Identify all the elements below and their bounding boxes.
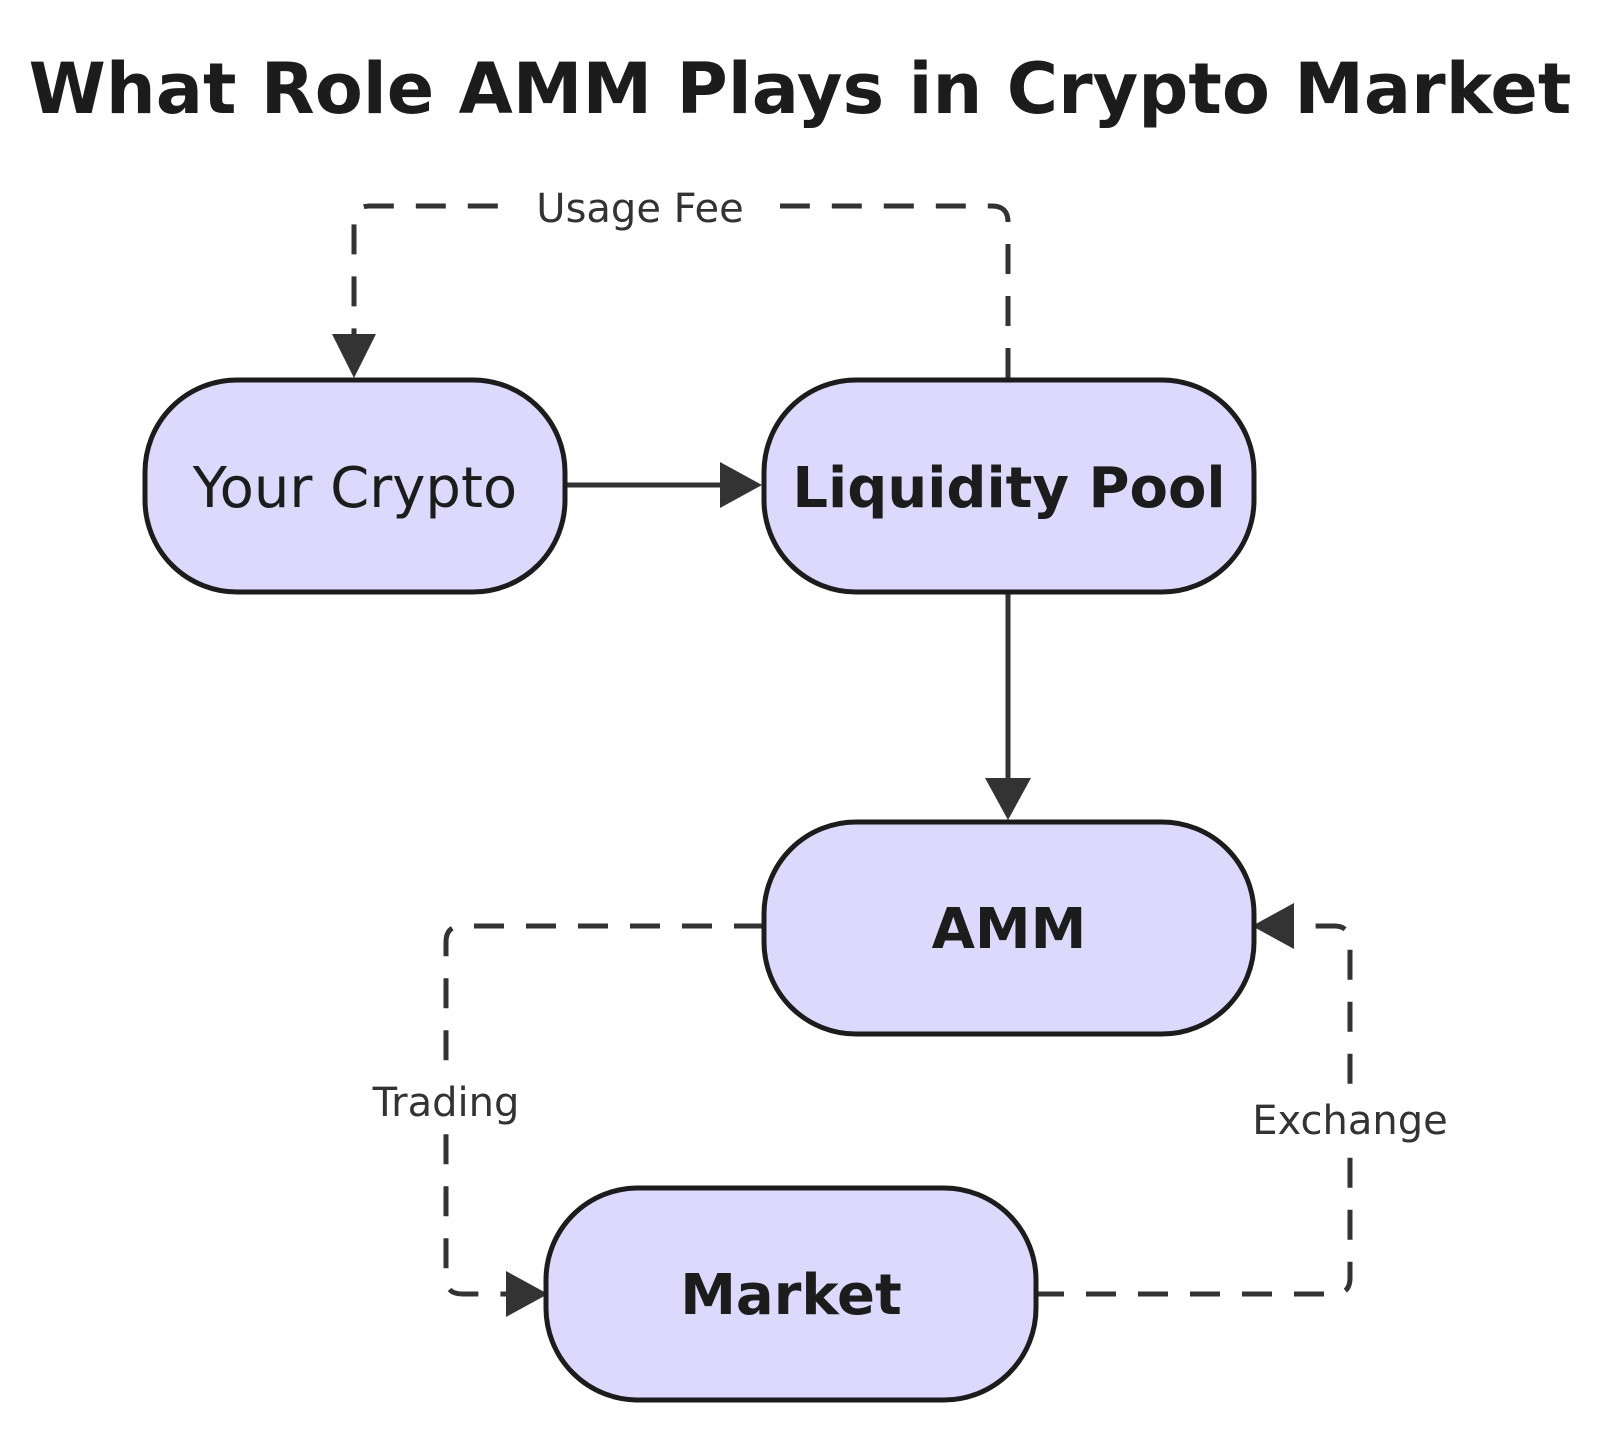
node-market[interactable]: Market — [543, 1185, 1039, 1403]
node-label-market: Market — [680, 1263, 902, 1328]
edge-exchange: Exchange — [1034, 903, 1452, 1297]
edge-label-background — [1248, 1094, 1452, 1146]
node-label-your-crypto: Your Crypto — [192, 456, 517, 521]
edge-label-usage-fee: Usage Fee — [536, 186, 743, 232]
arrow-right-icon — [506, 1271, 548, 1317]
node-shape — [761, 377, 1257, 595]
edge-label-background — [500, 180, 780, 232]
edge-label-exchange: Exchange — [1252, 1098, 1447, 1144]
diagram-title: What Role AMM Plays in Crypto Market — [28, 48, 1572, 130]
edge-trading: Trading — [360, 923, 764, 1317]
edge-usage-fee: Usage Fee — [332, 180, 1011, 378]
arrow-left-icon — [1252, 903, 1294, 949]
arrow-down-icon — [985, 778, 1031, 820]
node-shape — [142, 377, 568, 595]
edge-liquidity-pool-to-amm — [985, 592, 1031, 820]
node-label-liquidity-pool: Liquidity Pool — [792, 456, 1225, 521]
node-amm[interactable]: AMM — [761, 819, 1257, 1037]
node-shape — [543, 1185, 1039, 1403]
arrow-right-icon — [720, 462, 762, 508]
arrow-down-icon — [332, 334, 376, 378]
node-shape — [761, 819, 1257, 1037]
node-liquidity-pool[interactable]: Liquidity Pool — [761, 377, 1257, 595]
node-label-amm: AMM — [932, 897, 1087, 962]
node-your-crypto[interactable]: Your Crypto — [142, 377, 568, 595]
edge-label-background — [360, 1076, 536, 1128]
edge-label-trading: Trading — [372, 1080, 520, 1126]
edge-your-crypto-to-liquidity-pool — [566, 462, 762, 508]
